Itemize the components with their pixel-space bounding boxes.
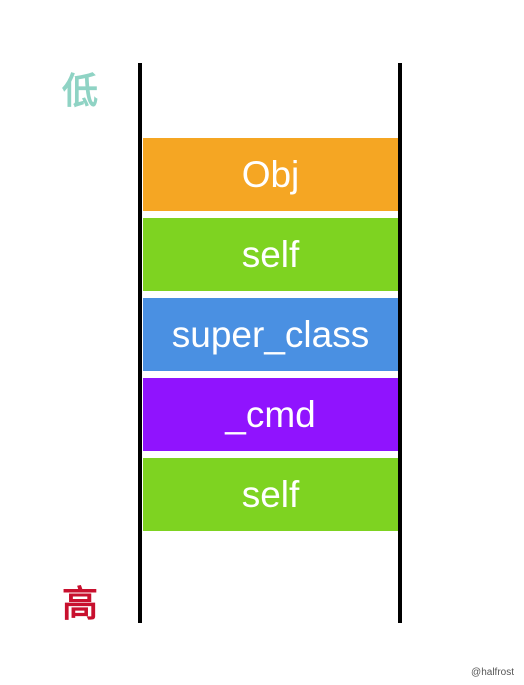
stack-frame: Obj self super_class _cmd self (143, 138, 398, 531)
stack-block-super-class: super_class (143, 298, 398, 371)
stack-block-obj: Obj (143, 138, 398, 211)
stack-right-wall (398, 63, 402, 623)
stack-block-self-bottom: self (143, 458, 398, 531)
stack-left-wall (138, 63, 142, 623)
low-address-label: 低 (61, 71, 98, 112)
watermark: @halfrost (471, 667, 514, 678)
stack-block-cmd: _cmd (143, 378, 398, 451)
high-address-label: 高 (61, 584, 98, 625)
stack-block-self: self (143, 218, 398, 291)
